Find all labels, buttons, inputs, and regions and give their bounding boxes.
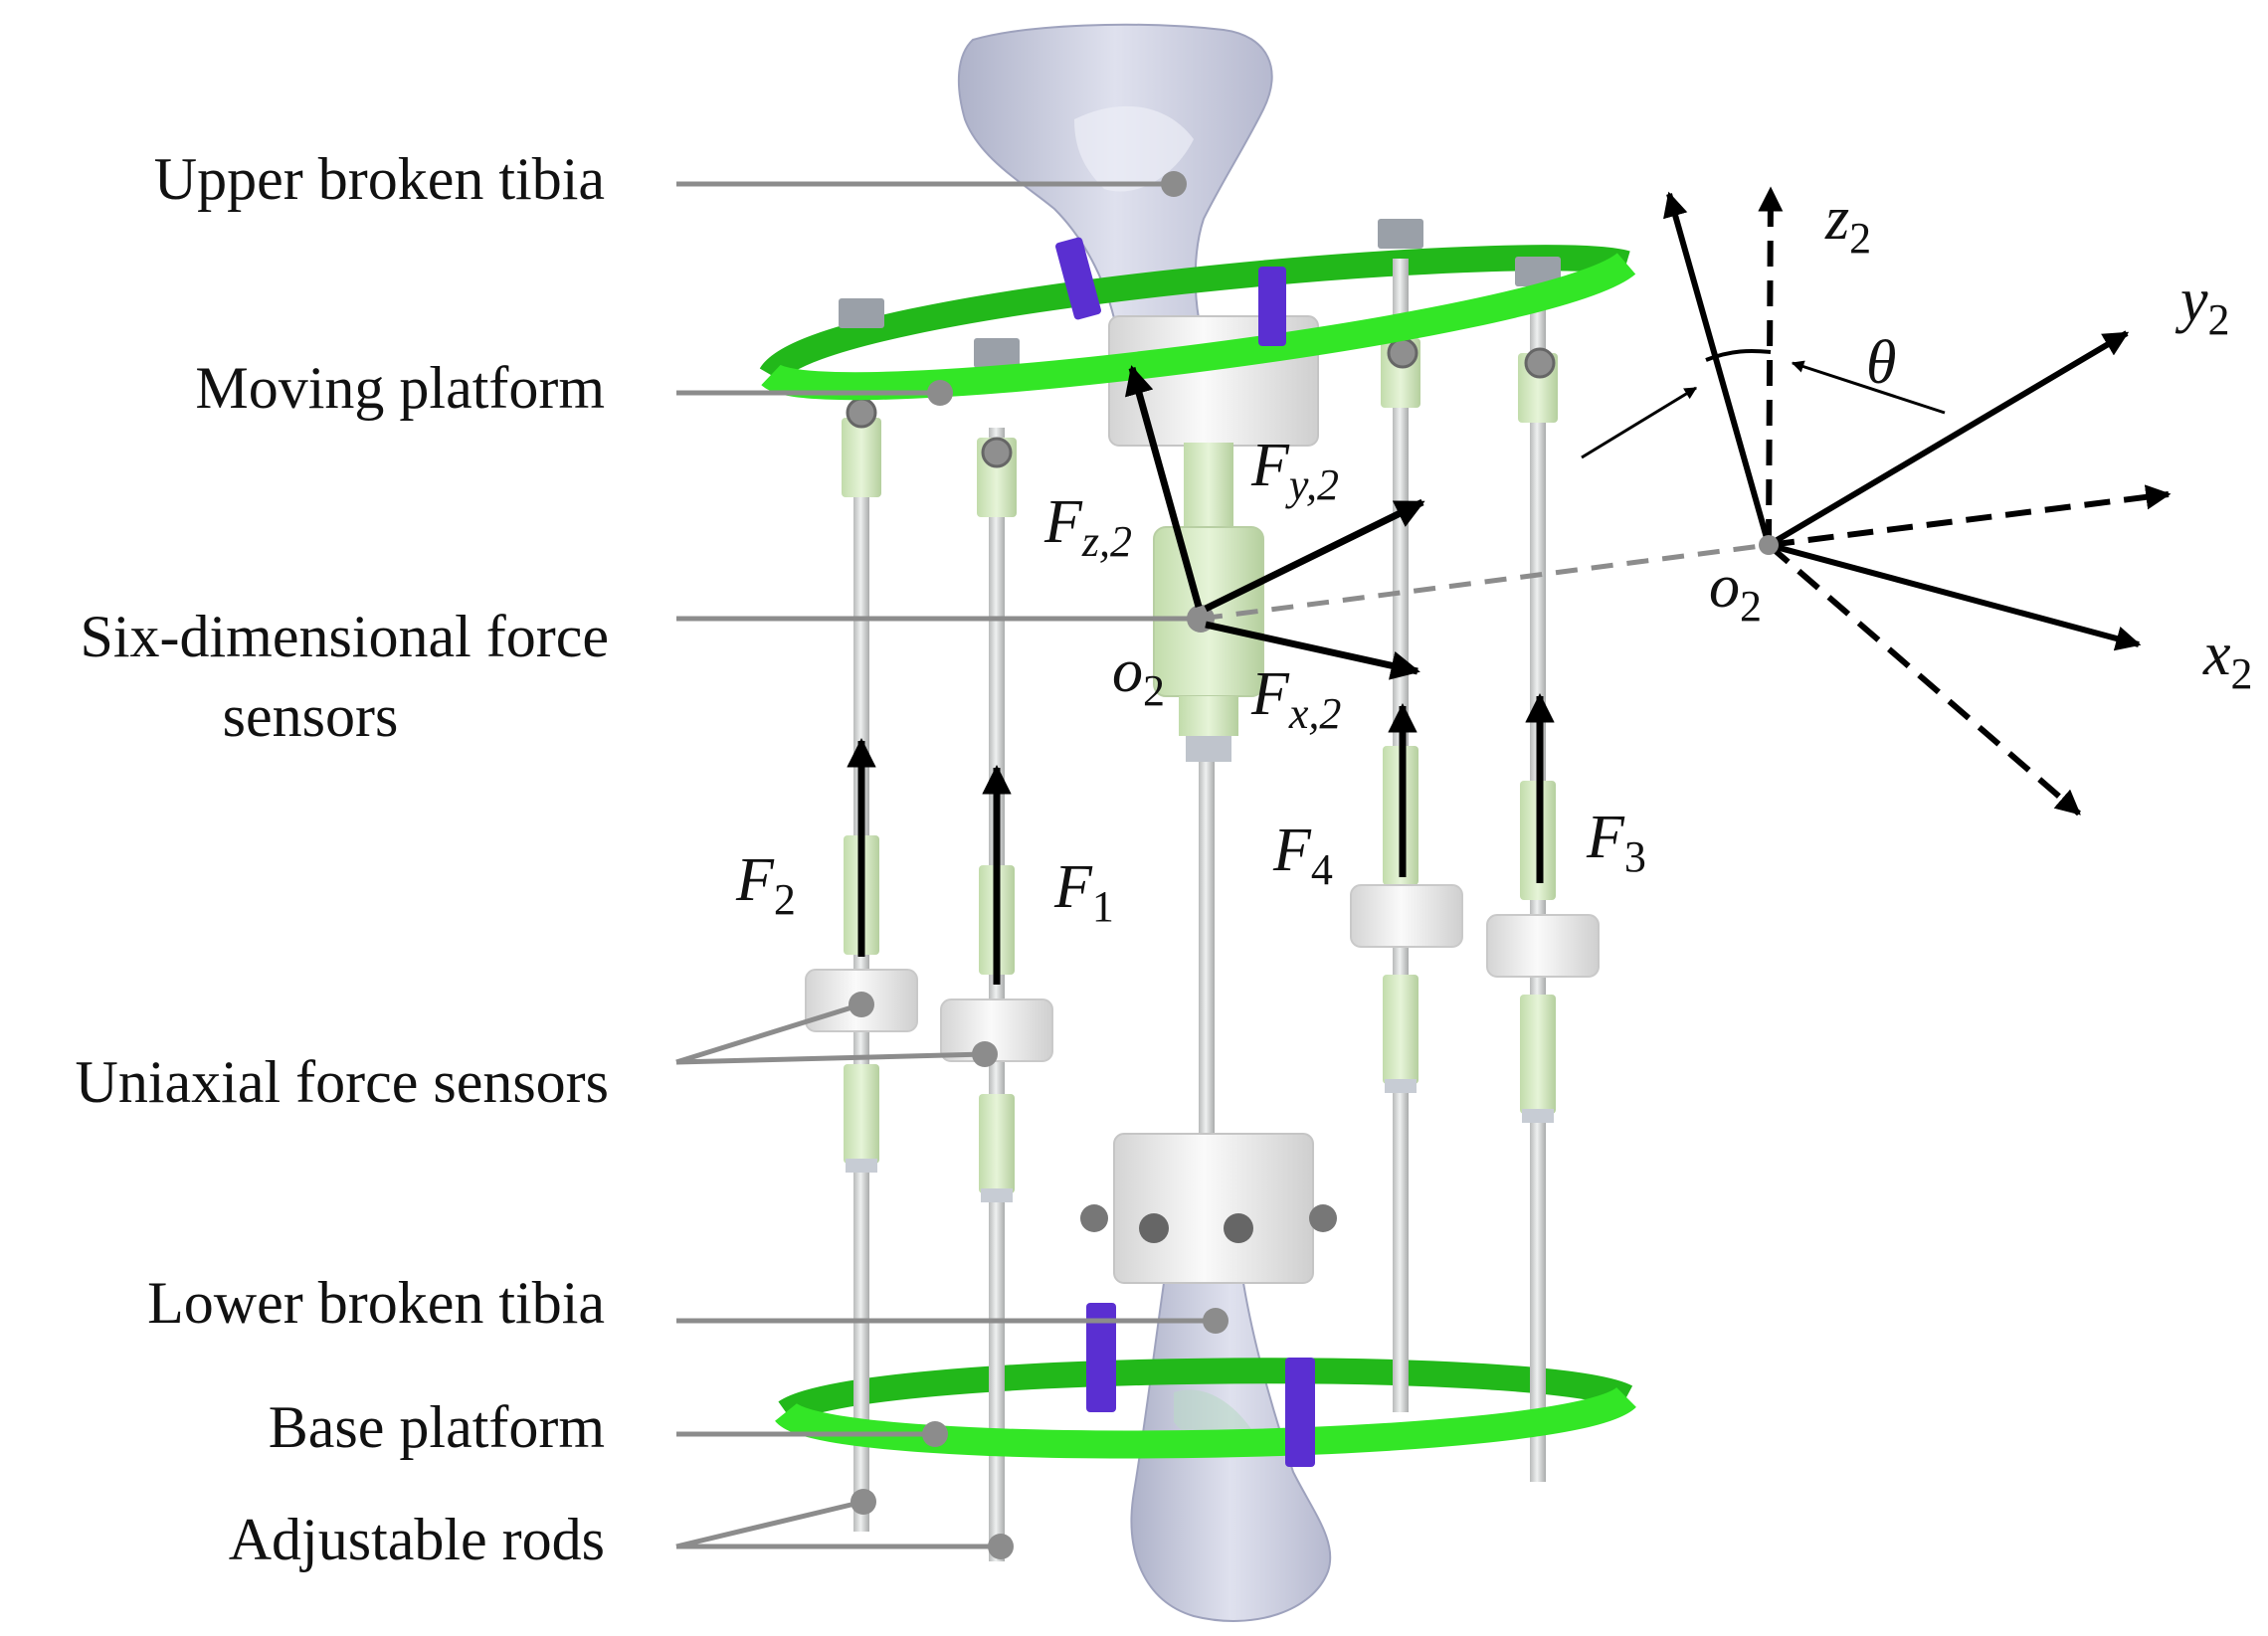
base-platform-ring-front [775, 1385, 1636, 1459]
bolt-left [1139, 1213, 1169, 1243]
symbol-o2-frame: o2 [1709, 553, 1762, 631]
symbol-Fx2: Fx,2 [1250, 660, 1341, 738]
symbol-F1: F1 [1053, 853, 1114, 931]
label-six-dim-line2: sensors [223, 683, 399, 749]
moving-platform-ring-front [761, 252, 1636, 401]
axis-z2-rotated [1663, 191, 1772, 546]
arrow-Fx2 [1205, 621, 1420, 680]
symbol-F2: F2 [735, 846, 796, 924]
symbol-theta: θ [1866, 329, 1896, 397]
arrow-Fz2 [1124, 365, 1203, 608]
label-upper-tibia: Upper broken tibia [154, 146, 605, 212]
theta-arrow [1791, 360, 1946, 415]
clamp-lower-right [1285, 1358, 1315, 1467]
symbol-x2: x2 [2202, 621, 2253, 698]
symbol-F4: F4 [1272, 817, 1333, 894]
center-nut [1186, 736, 1231, 762]
symbol-Fz2: Fz,2 [1043, 488, 1132, 566]
axis-x-dashed [1767, 542, 2081, 817]
bolt-side-right [1309, 1204, 1337, 1232]
sensor-to-frame-dashed-line [1200, 542, 1770, 622]
upper-tibia-shade [1074, 105, 1194, 192]
symbol-o2-center: o2 [1112, 637, 1165, 715]
bolt-right [1224, 1213, 1253, 1243]
bottom-mount-block [1113, 1133, 1314, 1284]
axis-y-dashed [1768, 484, 2172, 548]
symbol-Fy2: Fy,2 [1250, 432, 1339, 509]
bolt-side-left [1080, 1204, 1108, 1232]
label-adjustable-rods: Adjustable rods [229, 1507, 605, 1572]
label-moving-platform: Moving platform [195, 355, 605, 421]
center-sensor-lower [1179, 696, 1238, 736]
leader-lines [675, 181, 1216, 1549]
axis-x2 [1768, 542, 2142, 651]
symbol-F3: F3 [1586, 804, 1646, 881]
center-rod [1199, 716, 1215, 1134]
symbol-z2: z2 [1824, 185, 1871, 263]
uniaxial-sensor-block-4 [1350, 884, 1463, 948]
label-lower-tibia: Lower broken tibia [147, 1270, 605, 1336]
center-sensor-neck [1184, 443, 1233, 527]
theta-arc [1705, 348, 1772, 362]
axis-y2 [1767, 330, 2130, 548]
clamp-lower-left [1086, 1303, 1116, 1412]
base-platform-ring-back [778, 1358, 1633, 1424]
symbol-y2: y2 [2174, 267, 2230, 344]
uniaxial-sensor-block-3 [1486, 914, 1600, 978]
label-uniaxial: Uniaxial force sensors [76, 1049, 609, 1115]
coordinate-frame [1581, 186, 2172, 817]
label-base-platform: Base platform [269, 1394, 605, 1460]
rod-joints [846, 337, 1556, 468]
axis-z2-dashed [1758, 186, 1784, 546]
rod-top-nuts [839, 219, 1561, 368]
uniaxial-sensor-block-1 [940, 999, 1053, 1062]
force-arrows [847, 365, 1555, 985]
rod-2 [842, 418, 881, 1532]
clamp-upper-left [1055, 237, 1101, 320]
clamp-upper-right [1258, 267, 1286, 346]
arrow-Fy2 [1204, 498, 1425, 613]
rotation-arrow [1581, 386, 1698, 459]
frame-origin-dot [1759, 535, 1779, 555]
label-six-dim-line1: Six-dimensional force [80, 604, 609, 669]
